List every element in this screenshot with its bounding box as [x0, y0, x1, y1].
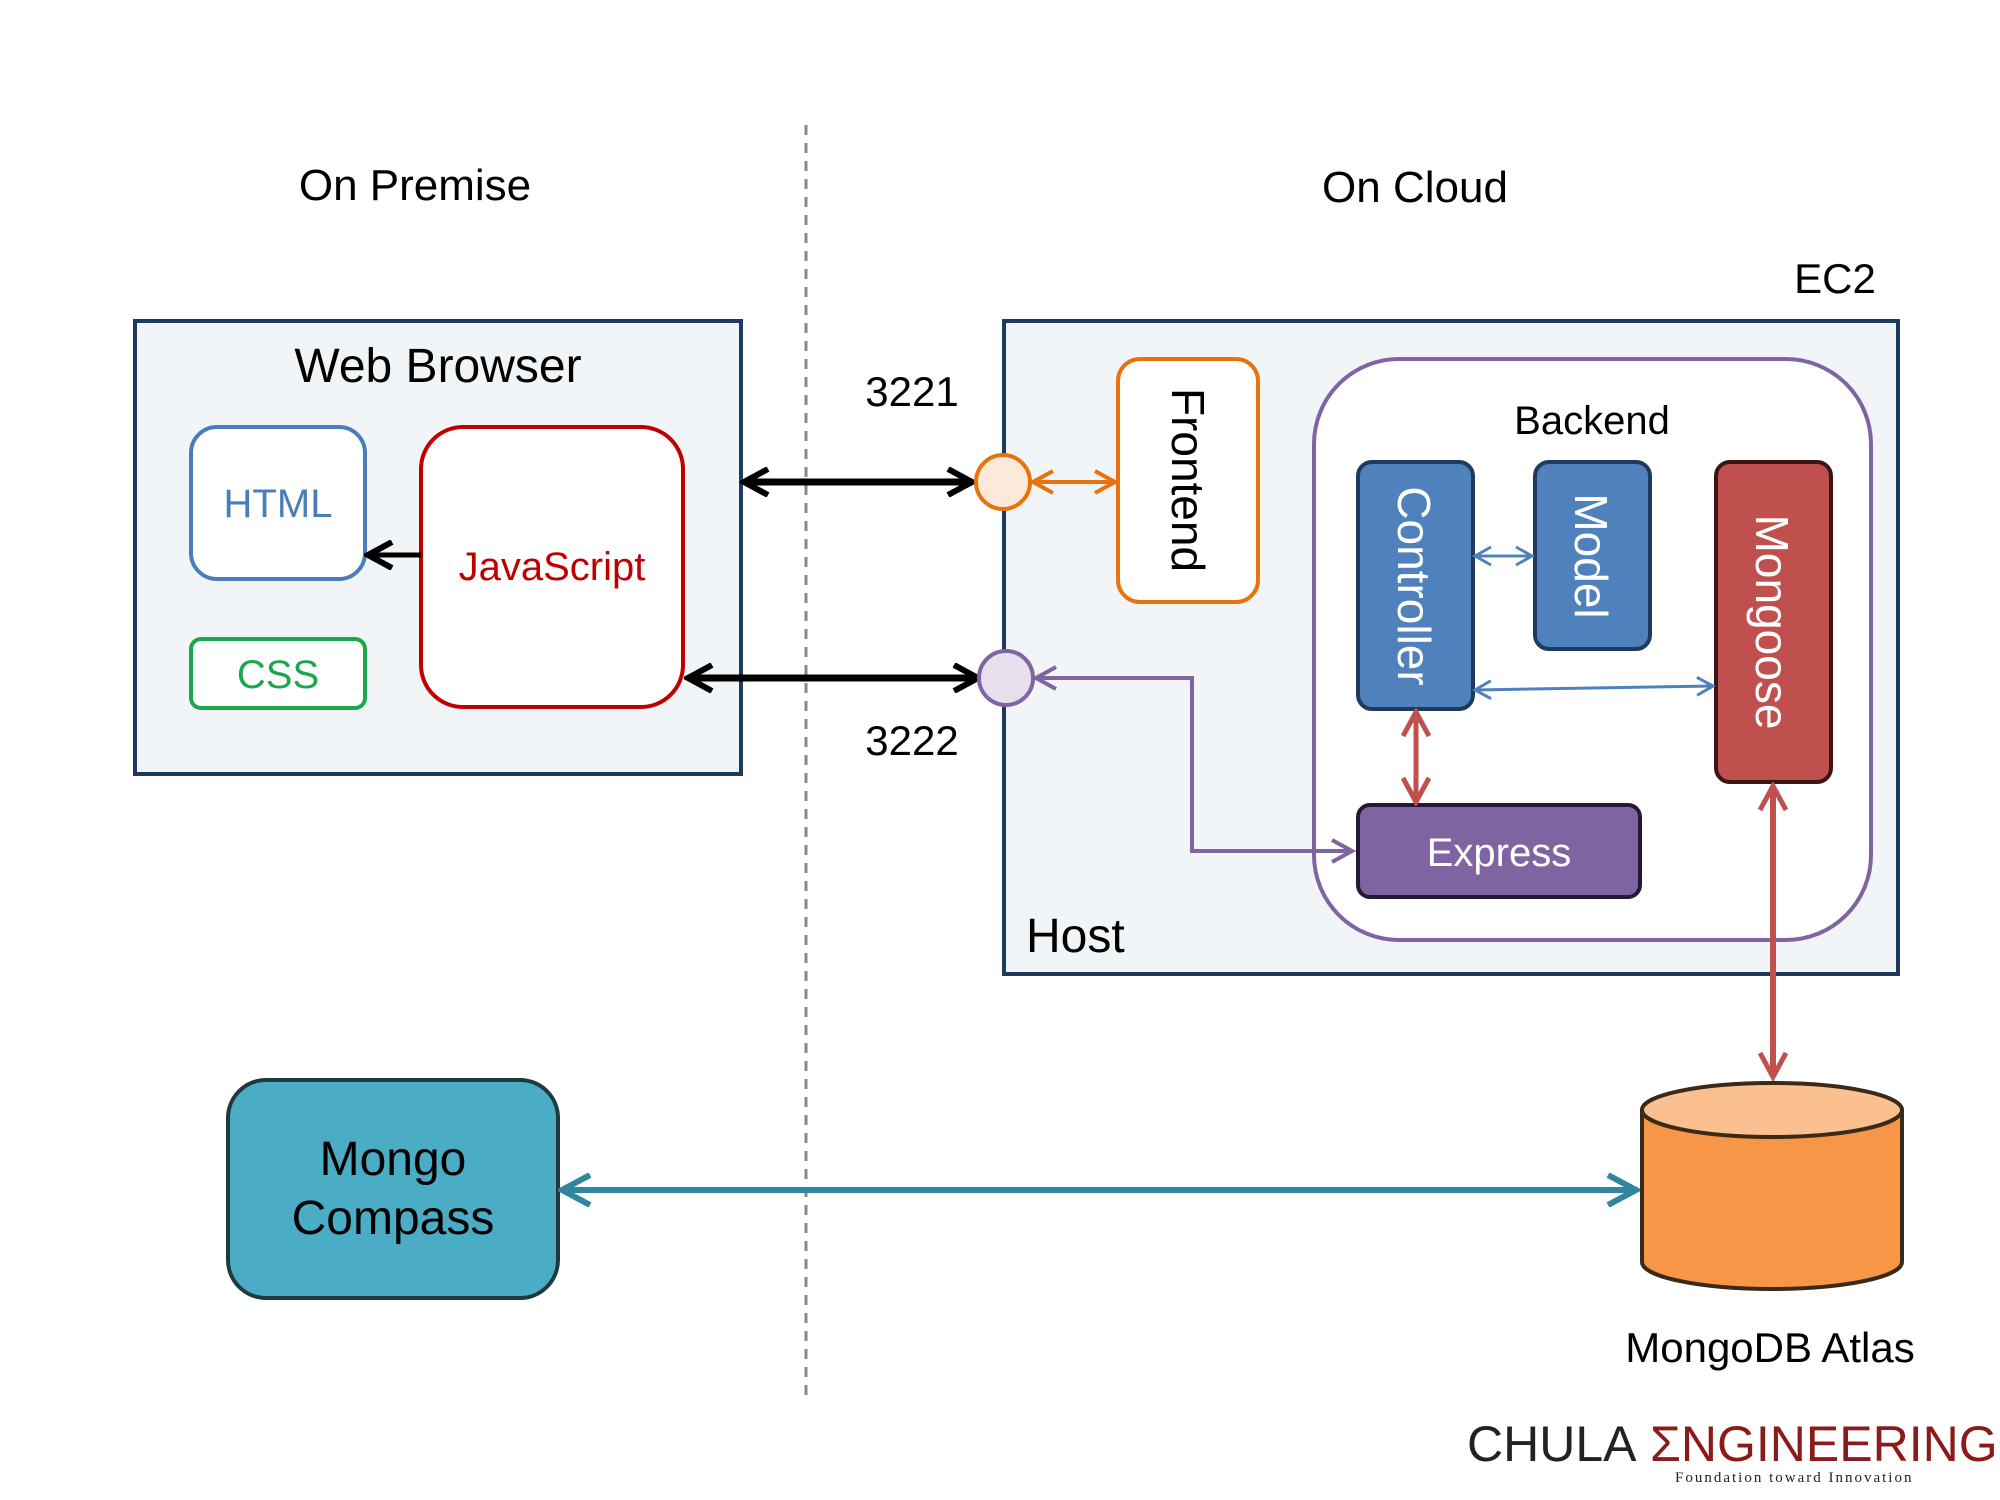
mongo-compass-line1: Mongo [320, 1133, 467, 1186]
javascript-label: JavaScript [459, 545, 646, 589]
logo-chula-text: CHULA [1467, 1416, 1637, 1472]
logo-tagline: Foundation toward Innovation [1675, 1470, 1913, 1486]
ec2-label: EC2 [1794, 255, 1876, 302]
javascript-box[interactable]: JavaScript [419, 425, 685, 709]
model-box[interactable]: Model [1533, 460, 1652, 651]
frontend-port-label: 3221 [865, 368, 958, 415]
web-browser-panel: Web Browser HTML CSS JavaScript [133, 319, 743, 776]
controller-label: Controller [1388, 486, 1440, 685]
html-box[interactable]: HTML [189, 425, 367, 581]
backend-title: Backend [1514, 399, 1670, 443]
mongo-compass-box[interactable]: Mongo Compass [226, 1078, 560, 1300]
port-express-arrow [1036, 678, 1352, 851]
frontend-label: Frontend [1162, 388, 1214, 572]
on-premise-heading: On Premise [299, 161, 531, 210]
model-label: Model [1565, 493, 1617, 618]
logo-engineering-text: ƩNGINEERING [1650, 1416, 1998, 1472]
html-label: HTML [224, 482, 333, 526]
frontend-box[interactable]: Frontend [1116, 357, 1260, 604]
host-label: Host [1026, 910, 1125, 963]
mongo-compass-line2: Compass [292, 1192, 495, 1245]
controller-mongoose-arrow [1471, 675, 1717, 701]
css-box[interactable]: CSS [189, 637, 367, 710]
frontend-port-circle[interactable] [974, 453, 1032, 511]
controller-box[interactable]: Controller [1356, 460, 1475, 711]
mongodb-atlas-cylinder[interactable] [1640, 1081, 1904, 1291]
mongodb-atlas-label: MongoDB Atlas [1625, 1324, 1915, 1371]
on-cloud-heading: On Cloud [1322, 163, 1508, 212]
backend-port-circle[interactable] [977, 649, 1035, 707]
mongoose-label: Mongoose [1746, 515, 1798, 730]
web-browser-title: Web Browser [294, 340, 581, 393]
mongoose-box[interactable]: Mongoose [1714, 460, 1833, 784]
express-label: Express [1427, 831, 1572, 875]
css-label: CSS [237, 653, 319, 697]
express-box[interactable]: Express [1356, 803, 1642, 899]
backend-port-label: 3222 [865, 717, 958, 764]
backend-container: Backend Controller Model Mongoose Expres… [1312, 357, 1873, 942]
chula-engineering-logo: CHULA ƩNGINEERING Foundation toward Inno… [1467, 1416, 1998, 1486]
host-panel: Host Frontend Backend Controller Model M… [1002, 319, 1900, 976]
